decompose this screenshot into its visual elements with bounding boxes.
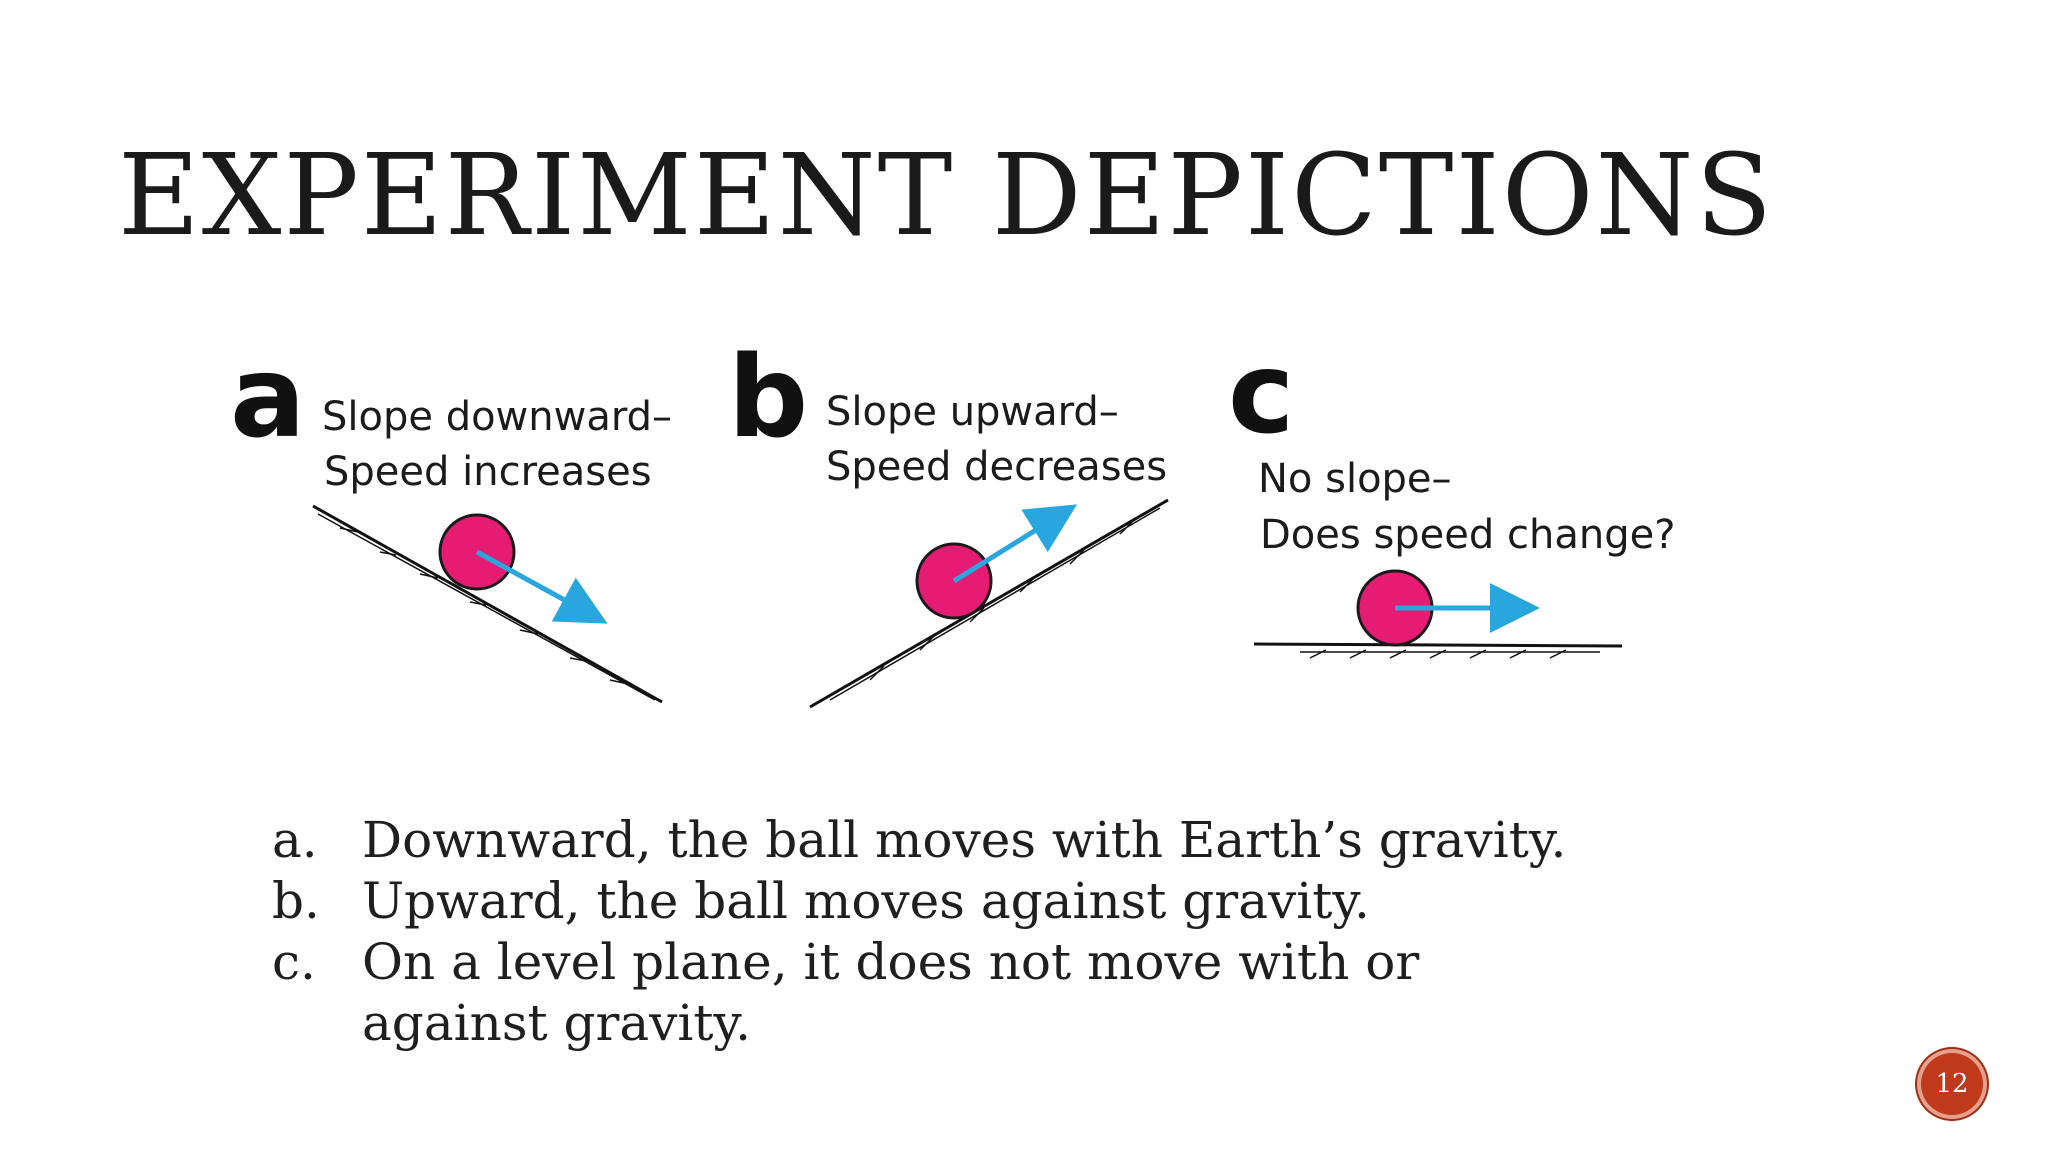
list-text: Downward, the ball moves with Earth’s gr… <box>362 811 1567 869</box>
panel-a-arrow <box>475 549 608 624</box>
panel-b-letter: b <box>728 333 808 463</box>
panel-a-letter: a <box>230 333 306 463</box>
list-item: c. On a level plane, it does not move wi… <box>272 932 1612 1054</box>
list-marker: a. <box>272 811 318 869</box>
list-text: On a level plane, it does not move with … <box>362 933 1420 1052</box>
panel-c-caption-line1: No slope– <box>1258 456 1452 502</box>
list-marker: b. <box>272 872 320 930</box>
experiment-figure: a Slope downward– Speed increases b Slop… <box>230 329 1675 709</box>
slide-title: EXPERIMENT DEPICTIONS <box>118 131 1775 261</box>
panel-c-caption-line2: Does speed change? <box>1260 512 1675 558</box>
panel-a-slope <box>312 504 663 704</box>
notes-list: a. Downward, the ball moves with Earth’s… <box>272 810 1612 1054</box>
panel-c-letter: c <box>1228 329 1294 459</box>
panel-b-caption-line2: Speed decreases <box>826 444 1167 490</box>
list-item: b. Upward, the ball moves against gravit… <box>272 871 1612 932</box>
panel-a-caption-line1: Slope downward– <box>322 394 672 440</box>
panel-b: b Slope upward– Speed decreases <box>728 333 1169 709</box>
panel-b-caption-line1: Slope upward– <box>826 389 1119 435</box>
list-text: Upward, the ball moves against gravity. <box>362 872 1370 930</box>
panel-a-caption-line2: Speed increases <box>324 449 652 495</box>
panel-a: a Slope downward– Speed increases <box>230 333 672 704</box>
list-item: a. Downward, the ball moves with Earth’s… <box>272 810 1612 871</box>
panel-c-ground <box>1253 642 1623 659</box>
page-number-badge: 12 <box>1917 1049 1987 1119</box>
panel-b-arrow <box>952 504 1077 584</box>
list-marker: c. <box>272 933 316 991</box>
panel-b-slope <box>809 498 1169 709</box>
panel-c: c No slope– Does speed change? <box>1228 329 1675 659</box>
